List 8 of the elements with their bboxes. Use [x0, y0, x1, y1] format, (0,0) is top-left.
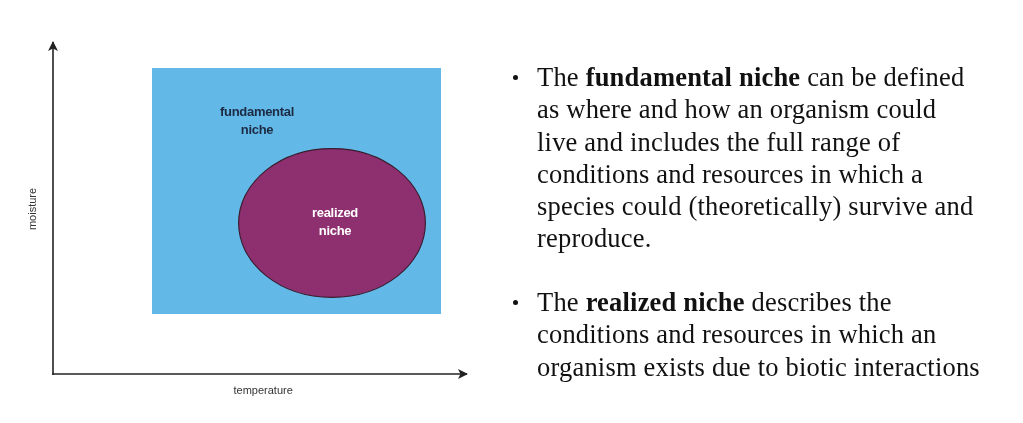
axis-label: moisture: [26, 187, 39, 231]
niche-ellipse: [238, 148, 426, 298]
bullet-paragraph: The realized niche describes the conditions and resources in which an organism exists due to biotic interactions: [537, 286, 981, 383]
axis-label: temperature: [233, 384, 293, 396]
region-label: fundamental niche: [219, 103, 295, 139]
region-label: realized niche: [311, 204, 359, 240]
bullet-paragraph: The fundamental niche can be defined as where and how an organism could live and includes the full range of conditions and resources in which a species could (theoretically) survive and reproduce.: [537, 61, 974, 255]
niche-rectangle: [152, 68, 441, 314]
